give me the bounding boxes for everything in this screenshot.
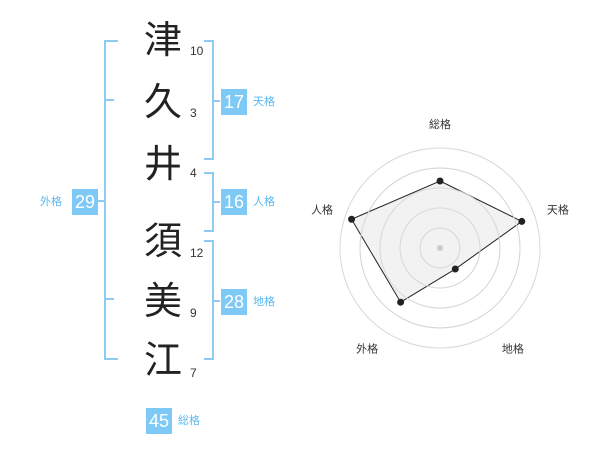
gaikaku-badge: 29 [72, 189, 98, 215]
name-char-5: 美 [143, 279, 182, 323]
radar-axis-label-3: 地格 [502, 341, 524, 355]
chikaku-badge: 28 [221, 289, 247, 315]
stroke-count-5: 9 [190, 306, 197, 320]
chikaku-label: 地格 [253, 295, 275, 308]
radar-axis-label-5: 人格 [311, 203, 333, 217]
name-char-6: 江 [143, 338, 182, 382]
radar-point-4 [397, 298, 405, 306]
radar-inner-ring-1 [419, 227, 461, 269]
radar-area [350, 180, 523, 303]
radar-point-1 [436, 177, 444, 185]
name-char-1: 津 [143, 18, 182, 62]
name-char-2: 久 [143, 80, 182, 124]
radar-inner-ring-2 [399, 207, 481, 289]
stroke-count-1: 10 [190, 44, 204, 58]
radar-axis-label-1: 総格 [429, 117, 451, 131]
radar-point-3 [451, 265, 459, 273]
soukaku-label: 総格 [178, 414, 200, 427]
stroke-count-6: 7 [190, 366, 197, 380]
name-char-3: 井 [143, 142, 182, 186]
stroke-count-4: 12 [190, 246, 204, 260]
radar-center [437, 245, 443, 251]
radar-inner-ring-4 [359, 167, 521, 329]
name-char-4: 須 [143, 219, 182, 263]
jinkaku-label: 人格 [253, 195, 275, 208]
radar-point-5 [348, 215, 356, 223]
radar-inner-ring-3 [379, 187, 501, 309]
stroke-count-3: 4 [190, 166, 197, 180]
radar-axis-label-4: 外格 [356, 341, 378, 355]
tenkaku-label: 天格 [253, 95, 275, 108]
soukaku-badge: 45 [146, 408, 172, 434]
stroke-count-2: 3 [190, 106, 197, 120]
radar-point-2 [518, 217, 526, 225]
jinkaku-badge: 16 [221, 189, 247, 215]
radar-axis-label-2: 天格 [547, 203, 569, 217]
gaikaku-label: 外格 [40, 195, 62, 208]
tenkaku-badge: 17 [221, 89, 247, 115]
